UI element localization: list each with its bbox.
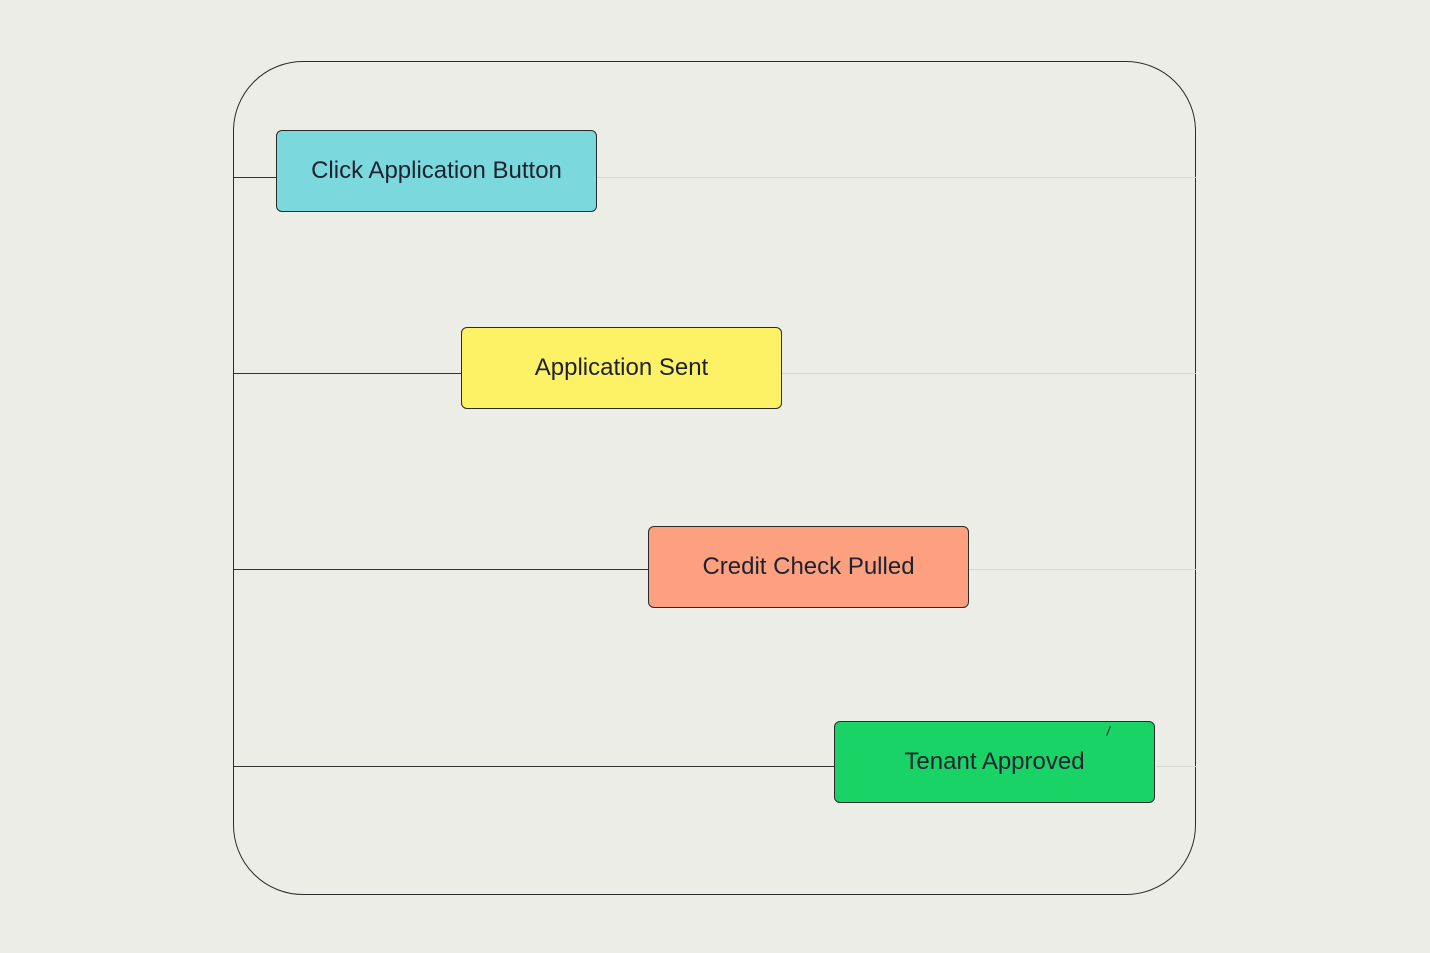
step-application-sent[interactable]: Application Sent <box>461 327 782 409</box>
lane-3-connector <box>234 569 649 570</box>
lane-1-guide <box>597 177 1196 178</box>
step-tenant-approved[interactable]: Tenant Approved <box>834 721 1155 803</box>
lane-4-guide <box>1156 766 1196 767</box>
step-label: Credit Check Pulled <box>702 553 915 580</box>
step-label: Tenant Approved <box>904 748 1085 775</box>
step-label: Click Application Button <box>311 157 562 184</box>
lane-2-connector <box>234 373 462 374</box>
lane-3-guide <box>969 569 1196 570</box>
lane-2-guide <box>782 373 1196 374</box>
step-label: Application Sent <box>534 354 709 381</box>
step-credit-check-pulled[interactable]: Credit Check Pulled <box>648 526 969 608</box>
lane-4-connector <box>234 766 835 767</box>
timeline-frame <box>233 61 1196 895</box>
step-click-application-button[interactable]: Click Application Button <box>276 130 597 212</box>
lane-1-connector <box>234 177 277 178</box>
